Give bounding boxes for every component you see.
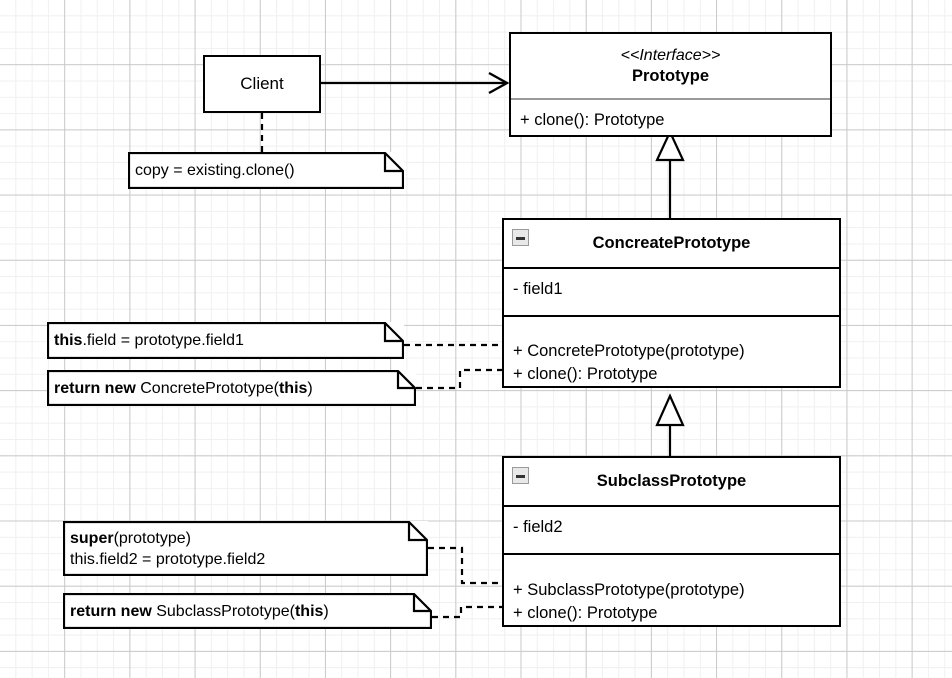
collapse-minus-icon[interactable] [512,467,529,484]
connector-concrete-clone-note-link [416,368,505,390]
note-line: return new ConcretePrototype(this) [54,379,313,397]
note-shape [63,593,432,629]
class-concrete-prototype[interactable]: ConcreatePrototype - field1 + ConcretePr… [502,218,841,388]
collapse-minus-icon[interactable] [512,229,529,246]
class-prototype-name: Prototype [631,66,709,85]
class-prototype-stereotype: <<Interface>> [620,46,721,64]
note-line: return new SubclassPrototype(this) [70,602,329,620]
note-line: copy = existing.clone() [135,162,295,179]
operation-item: + SubclassPrototype(prototype) [513,581,745,599]
note-client-text: copy = existing.clone() [135,152,295,189]
note-concrete-ctor[interactable]: this.field = prototype.field1 [47,322,404,359]
attribute-item: - field2 [513,518,563,536]
attribute-item: - field1 [513,280,563,298]
class-prototype[interactable]: <<Interface>> Prototype + clone(): Proto… [509,32,832,137]
note-subclass-clone[interactable]: return new SubclassPrototype(this) [63,593,432,629]
operation-item: + clone(): Prototype [520,111,665,129]
operation-item: + ConcretePrototype(prototype) [513,342,745,360]
note-shape [63,521,428,576]
class-client[interactable]: Client [203,55,321,113]
connector-concrete-implements-prototype [655,129,685,218]
note-line: this.field = prototype.field1 [54,332,244,349]
note-concrete-ctor-text: this.field = prototype.field1 [54,322,244,359]
note-shape [47,370,416,406]
note-line: this.field2 = prototype.field2 [70,550,266,568]
operation-item: + clone(): Prototype [513,365,658,383]
note-concrete-clone-text: return new ConcretePrototype(this) [54,370,313,406]
note-subclass-ctor-text: super(prototype) this.field2 = prototype.… [70,521,265,576]
operation-item: + clone(): Prototype [513,604,658,622]
class-prototype-title: <<Interface>> Prototype [511,34,830,98]
note-shape [128,152,404,189]
connector-subclass-clone-note-link [432,605,505,619]
class-subclass-prototype-attributes: - field2 [504,505,839,553]
note-subclass-clone-text: return new SubclassPrototype(this) [70,593,329,629]
note-concrete-clone[interactable]: return new ConcretePrototype(this) [47,370,416,406]
class-subclass-prototype-name: SubclassPrototype [596,472,747,490]
note-shape [47,322,404,359]
note-line: super(prototype) [70,529,191,547]
note-subclass-ctor[interactable]: super(prototype) this.field2 = prototype.… [63,521,428,576]
class-subclass-prototype-operations: + SubclassPrototype(prototype) + clone()… [504,553,839,625]
class-subclass-prototype-title: SubclassPrototype [504,458,839,505]
class-concrete-prototype-attributes: - field1 [504,267,839,315]
connector-subclass-ctor-note-link [428,546,505,585]
class-client-name: Client [240,74,284,93]
class-concrete-prototype-name: ConcreatePrototype [592,234,751,252]
class-subclass-prototype[interactable]: SubclassPrototype - field2 + SubclassPro… [502,456,841,627]
note-client[interactable]: copy = existing.clone() [128,152,404,189]
class-concrete-prototype-operations: + ConcretePrototype(prototype) + clone()… [504,315,839,386]
class-concrete-prototype-title: ConcreatePrototype [504,220,839,267]
class-prototype-operations: + clone(): Prototype [511,98,830,135]
connector-client-uses-prototype [321,71,510,95]
connector-subclass-extends-concrete [655,393,685,456]
